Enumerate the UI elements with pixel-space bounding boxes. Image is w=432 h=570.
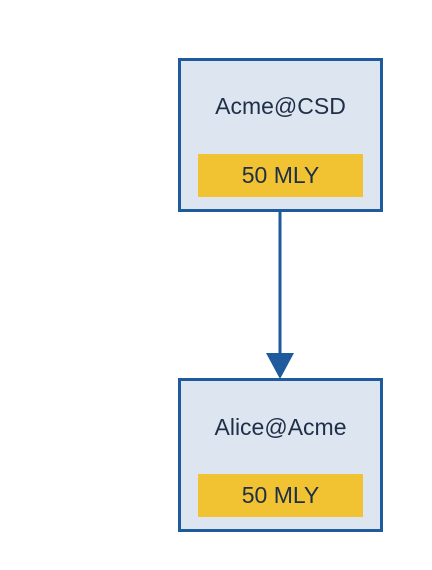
node-acme-csd[interactable]: Acme@CSD 50 MLY <box>178 58 383 212</box>
node-alice-acme[interactable]: Alice@Acme 50 MLY <box>178 378 383 532</box>
amount-badge: 50 MLY <box>198 474 363 517</box>
arrowhead-icon <box>266 353 294 379</box>
node-name: Alice@Acme <box>214 414 347 440</box>
amount-badge: 50 MLY <box>198 154 363 197</box>
node-name: Acme@CSD <box>215 93 346 119</box>
